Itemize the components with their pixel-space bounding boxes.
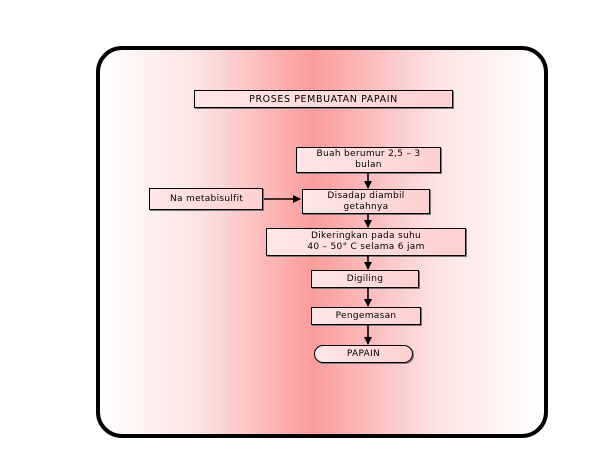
input-na-metabisulfit: Na metabisulfit — [149, 188, 263, 210]
step-pengemasan: Pengemasan — [311, 307, 421, 325]
step-disadap: Disadap diambil getahnya — [302, 189, 430, 214]
step-digiling: Digiling — [311, 270, 419, 288]
step-dikeringkan: Dikeringkan pada suhu 40 – 50° C selama … — [266, 228, 466, 256]
diagram-title: PROSES PEMBUATAN PAPAIN — [194, 90, 453, 108]
step-papain-terminal: PAPAIN — [314, 345, 413, 363]
step-buah: Buah berumur 2,5 – 3 bulan — [296, 147, 441, 173]
